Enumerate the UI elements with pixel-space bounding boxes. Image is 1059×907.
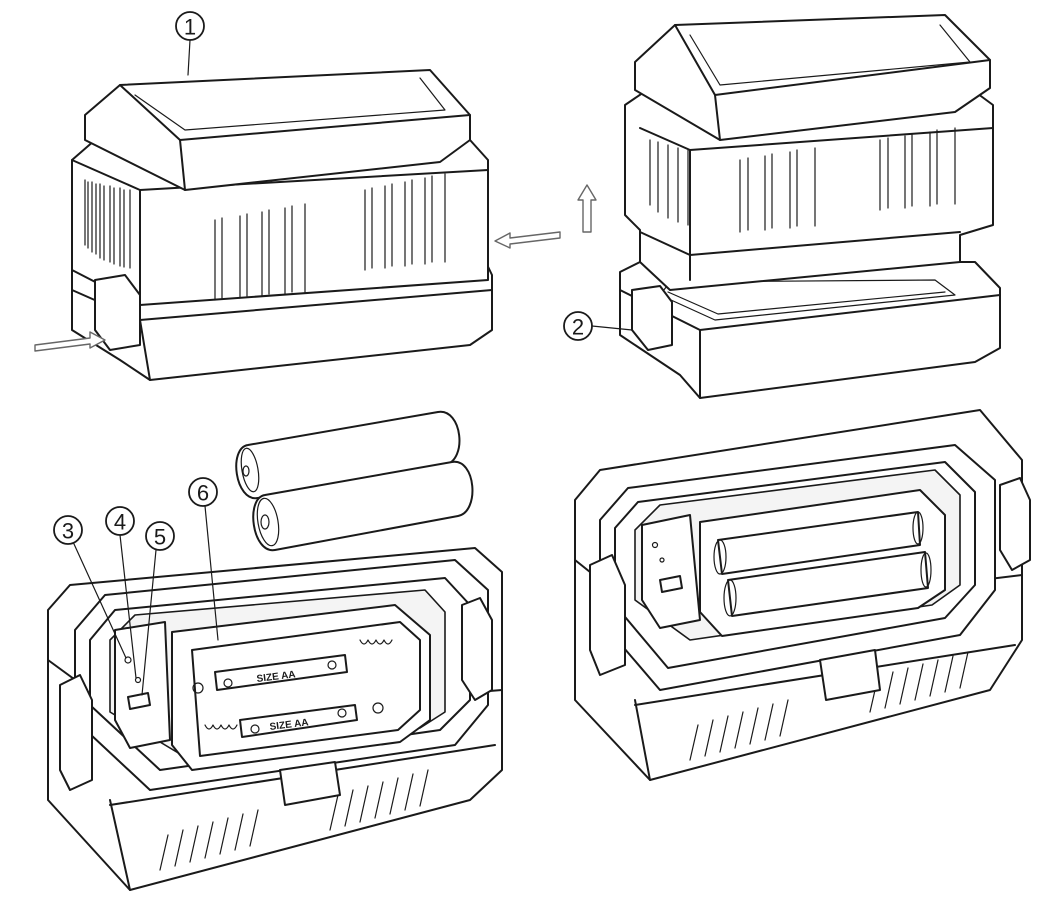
- installed-battery-upper: [713, 511, 924, 575]
- reset-button: [124, 656, 132, 664]
- insert-arrow-left: [34, 331, 106, 352]
- battery-label-bottom: SIZE AA: [269, 717, 309, 733]
- battery-label-top: SIZE AA: [256, 669, 296, 685]
- panel-assembled-sensor: [34, 69, 561, 381]
- callout-5: 5: [141, 521, 175, 696]
- panel-battery-compartment: SIZE AA SIZE AA: [47, 410, 503, 891]
- vents-bottom-right: [689, 651, 969, 761]
- vents-top-right: [649, 127, 956, 233]
- callout-5-label: 5: [154, 525, 166, 550]
- usb-port: [127, 692, 151, 710]
- callout-6: 6: [188, 477, 219, 641]
- vents-front: [214, 173, 446, 301]
- vents-bottom-left: [159, 769, 429, 871]
- callout-4-label: 4: [114, 510, 126, 535]
- callout-2: 2: [563, 311, 633, 341]
- spring-top: [359, 639, 393, 645]
- battery-slot-bottom: SIZE AA: [239, 702, 384, 738]
- callout-3-label: 3: [62, 519, 74, 544]
- panel-batteries-installed: [574, 409, 1031, 781]
- panel-lid-removed: [577, 14, 1001, 399]
- insert-arrow-right: [494, 231, 561, 249]
- lift-arrow-up: [577, 184, 597, 233]
- callout-2-label: 2: [572, 315, 584, 340]
- aa-battery-lower: [252, 460, 474, 552]
- spring-bottom: [204, 724, 238, 730]
- callout-1-label: 1: [184, 15, 196, 40]
- installed-battery-lower: [723, 551, 932, 617]
- battery-slot-top: SIZE AA: [192, 654, 348, 694]
- callout-3: 3: [53, 515, 127, 659]
- callout-1: 1: [175, 11, 205, 76]
- callout-6-label: 6: [197, 481, 209, 506]
- callout-4: 4: [105, 506, 137, 679]
- vents-left: [84, 179, 131, 269]
- led-indicator: [134, 676, 142, 684]
